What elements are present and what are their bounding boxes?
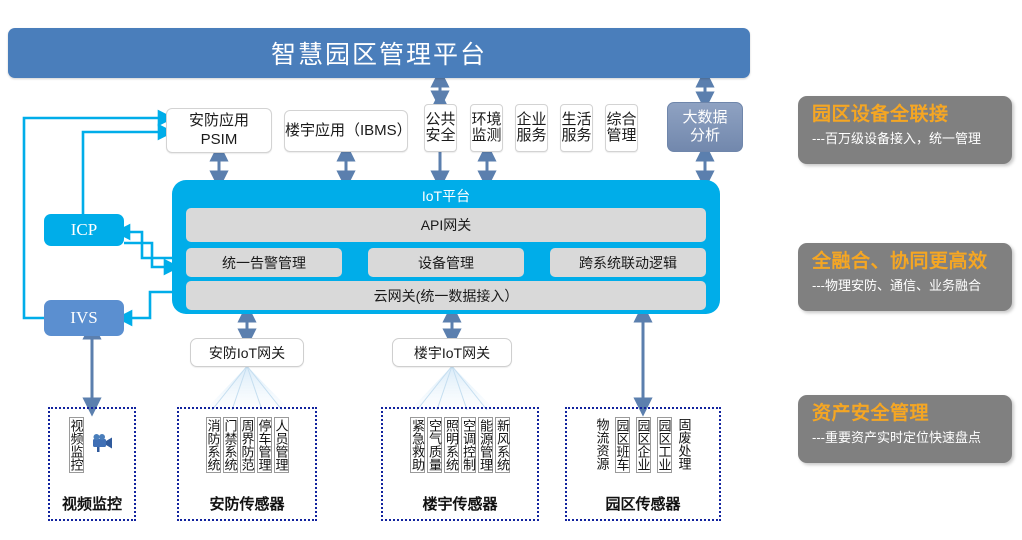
app-life-service-line1: 生活 (561, 110, 592, 128)
iot-api-gateway-label: API网关 (420, 217, 472, 233)
sensor-item-lighting-system[interactable]: 照明系统 (444, 417, 459, 473)
benefit-subtitle-2: ---物理安防、通信、业务融合 (812, 277, 981, 293)
app-public-security-line1: 公共 (425, 110, 456, 128)
app-ibms[interactable]: 楼宇应用（IBMS） (284, 110, 412, 152)
sensor-item-fresh-air-system[interactable]: 新风系统 (495, 417, 510, 473)
iot-unified-alarm-label: 统一告警管理 (222, 254, 306, 271)
wire-iot-icp (113, 223, 175, 260)
iot-unified-alarm-mgmt[interactable]: 统一告警管理 (186, 248, 342, 277)
iot-platform: IoT平台 API网关 统一告警管理 设备管理 跨系统联动逻辑 云网关(统一数据… (172, 180, 720, 314)
benefit-title-3: 资产安全管理 (812, 403, 930, 424)
sensor-group-security-items: 消防系统 门禁系统 周界防范 停车管理 人员管理 (179, 417, 315, 487)
app-enterprise-service[interactable]: 企业 服务 (515, 104, 548, 152)
gateway-building-label: 楼宇IoT网关 (413, 344, 491, 361)
gateway-building-iot[interactable]: 楼宇IoT网关 (392, 338, 512, 367)
sensor-group-security: 消防系统 门禁系统 周界防范 停车管理 人员管理 安防传感器 (177, 407, 317, 521)
fan-security-gateway (205, 365, 290, 411)
app-comprehensive-mgmt-line1: 综合 (606, 110, 637, 128)
app-ibms-label: 楼宇应用（IBMS） (285, 121, 412, 139)
sensor-item-access-control[interactable]: 门禁系统 (222, 417, 238, 473)
node-icp[interactable]: ICP (44, 214, 124, 246)
app-public-security[interactable]: 公共 安全 (424, 104, 457, 152)
iot-cross-system-label: 跨系统联动逻辑 (579, 254, 677, 271)
app-env-monitor[interactable]: 环境 监测 (470, 104, 503, 152)
sensor-item-fire-system[interactable]: 消防系统 (205, 417, 221, 473)
benefit-subtitle-1: ---百万级设备接入，统一管理 (812, 130, 981, 146)
camera-icon (92, 434, 112, 452)
app-bigdata-line1: 大数据 (682, 109, 728, 126)
benefit-title-2: 全融合、协同更高效 (812, 251, 988, 272)
sensor-group-video-label: 视频监控 (61, 496, 122, 513)
iot-platform-title: IoT平台 (421, 188, 471, 204)
sensor-group-video: 视频监控 视频监控 (48, 407, 136, 521)
iot-cloud-gateway-label: 云网关(统一数据接入） (373, 287, 519, 304)
app-psim[interactable]: 安防应用 PSIM (166, 108, 272, 153)
sensor-group-park: 物流资源 园区班车 园区企业 园区工业 固废处理 园区传感器 (565, 407, 721, 521)
iot-cloud-gateway[interactable]: 云网关(统一数据接入） (186, 281, 706, 310)
gateway-security-label: 安防IoT网关 (208, 344, 286, 361)
node-ivs-label: IVS (70, 308, 98, 327)
sensor-group-building: 紧急救助 空气质量 照明系统 空调控制 能源管理 新风系统 楼宇传感器 (381, 407, 539, 521)
iot-device-mgmt-label: 设备管理 (418, 254, 474, 271)
sensor-group-building-label: 楼宇传感器 (422, 496, 498, 513)
node-icp-label: ICP (70, 220, 98, 239)
iot-device-mgmt[interactable]: 设备管理 (368, 248, 524, 277)
benefit-card-device-connectivity: 园区设备全联接 ---百万级设备接入，统一管理 (798, 96, 1012, 164)
app-life-service-line2: 服务 (561, 127, 592, 144)
sensor-item-personnel-mgmt[interactable]: 人员管理 (273, 417, 289, 473)
app-env-monitor-line1: 环境 (471, 110, 502, 128)
sensor-item-hvac-control[interactable]: 空调控制 (461, 417, 476, 473)
benefit-title-1: 园区设备全联接 (812, 104, 949, 125)
sensor-item-energy-mgmt[interactable]: 能源管理 (478, 417, 493, 473)
app-comprehensive-mgmt-line2: 管理 (606, 127, 637, 144)
app-public-security-line2: 安全 (425, 127, 456, 144)
sensor-item-emergency-rescue[interactable]: 紧急救助 (410, 417, 425, 473)
sensor-item-park-industry[interactable]: 园区工业 (656, 417, 672, 473)
app-bigdata-line2: 分析 (689, 127, 720, 144)
sensor-group-building-items: 紧急救助 空气质量 照明系统 空调控制 能源管理 新风系统 (383, 417, 537, 487)
sensor-group-security-label: 安防传感器 (209, 496, 285, 513)
app-comprehensive-mgmt[interactable]: 综合 管理 (605, 104, 638, 152)
iot-api-gateway[interactable]: API网关 (186, 208, 706, 242)
wire-icp-to-iot (124, 241, 181, 276)
app-psim-line1: 安防应用 (188, 111, 249, 129)
app-life-service[interactable]: 生活 服务 (560, 104, 593, 152)
benefit-card-asset-security: 资产安全管理 ---重要资产实时定位快速盘点 (798, 395, 1012, 463)
sensor-item-perimeter-defense[interactable]: 周界防范 (239, 417, 255, 473)
app-enterprise-service-line2: 服务 (516, 127, 547, 144)
app-psim-line2: PSIM (200, 130, 238, 148)
gateway-security-iot[interactable]: 安防IoT网关 (190, 338, 304, 367)
benefit-subtitle-3: ---重要资产实时定位快速盘点 (812, 429, 981, 445)
wire-icp-psim (81, 123, 175, 214)
sensor-item-air-quality[interactable]: 空气质量 (427, 417, 442, 473)
platform-banner-title: 智慧园区管理平台 (270, 41, 487, 69)
sensor-item-logistics-resource[interactable]: 物流资源 (594, 418, 610, 470)
app-bigdata-analysis[interactable]: 大数据 分析 (667, 102, 743, 152)
sensor-group-park-label: 园区传感器 (605, 496, 681, 513)
sensor-item-solid-waste[interactable]: 固废处理 (676, 418, 692, 470)
sensor-item-park-enterprise[interactable]: 园区企业 (635, 417, 651, 473)
wire-iot-ivs (115, 290, 175, 327)
node-ivs[interactable]: IVS (44, 300, 124, 336)
iot-cross-system-linkage[interactable]: 跨系统联动逻辑 (550, 248, 706, 277)
benefit-card-convergence: 全融合、协同更高效 ---物理安防、通信、业务融合 (798, 243, 1012, 311)
sensor-item-video-monitor[interactable]: 视频监控 (68, 417, 84, 473)
app-env-monitor-line2: 监测 (471, 127, 502, 144)
fan-building-gateway (410, 365, 495, 411)
platform-banner: 智慧园区管理平台 (8, 28, 750, 78)
sensor-item-park-shuttle[interactable]: 园区班车 (614, 417, 630, 473)
sensor-group-video-items: 视频监控 (50, 417, 134, 479)
sensor-group-park-items: 物流资源 园区班车 园区企业 园区工业 固废处理 (567, 417, 719, 487)
app-enterprise-service-line1: 企业 (516, 110, 547, 128)
sensor-item-parking-mgmt[interactable]: 停车管理 (256, 417, 272, 473)
